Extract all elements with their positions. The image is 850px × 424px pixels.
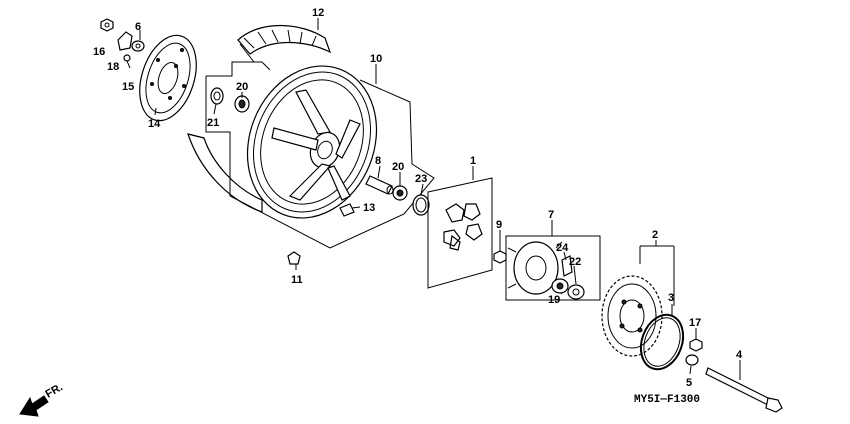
- fr-label: FR.: [44, 381, 65, 400]
- callout-10: 10: [370, 53, 382, 65]
- callout-20-left: 20: [236, 81, 248, 93]
- callout-12: 12: [312, 7, 324, 19]
- callout-19: 19: [548, 294, 560, 306]
- rear-axle: [705, 367, 783, 413]
- callout-3: 3: [668, 292, 674, 304]
- callout-2: 2: [652, 229, 658, 241]
- wheel-group-outline: [205, 61, 435, 249]
- wheel-rim: [246, 65, 378, 219]
- callout-22: 22: [569, 256, 581, 268]
- leader-lines: [139, 18, 741, 380]
- damper-rubbers: [427, 177, 493, 289]
- collar: [365, 175, 394, 195]
- callout-15: 15: [122, 81, 134, 93]
- callout-23: 23: [415, 173, 427, 185]
- callout-8: 8: [375, 155, 381, 167]
- callout-11: 11: [291, 274, 303, 286]
- callout-21: 21: [207, 117, 219, 129]
- hugger: [187, 133, 263, 213]
- tire: [237, 24, 332, 63]
- final-sprocket: [601, 245, 675, 357]
- callout-1: 1: [470, 155, 476, 167]
- sprocket-flange: [505, 235, 601, 301]
- callout-numbers: 12 10 6 16 18 15 14 20 21 8 20 23 13 11 …: [93, 7, 743, 389]
- callout-5: 5: [686, 377, 692, 389]
- wheel-bearings: [210, 87, 250, 113]
- front-direction-arrow: FR.: [19, 381, 65, 417]
- callout-18: 18: [107, 61, 119, 73]
- callout-7: 7: [548, 209, 554, 221]
- callout-24: 24: [556, 242, 569, 254]
- callout-9: 9: [496, 219, 502, 231]
- callout-20-right: 20: [392, 161, 404, 173]
- brake-disc: [139, 34, 197, 122]
- callout-6: 6: [135, 21, 141, 33]
- callout-14: 14: [148, 118, 161, 130]
- callout-16: 16: [93, 46, 105, 58]
- callout-13: 13: [363, 202, 375, 214]
- callout-17: 17: [689, 317, 701, 329]
- diagram-code: MY5I—F1300: [634, 394, 700, 406]
- disc-bolts: [100, 18, 145, 69]
- callout-4: 4: [736, 349, 743, 361]
